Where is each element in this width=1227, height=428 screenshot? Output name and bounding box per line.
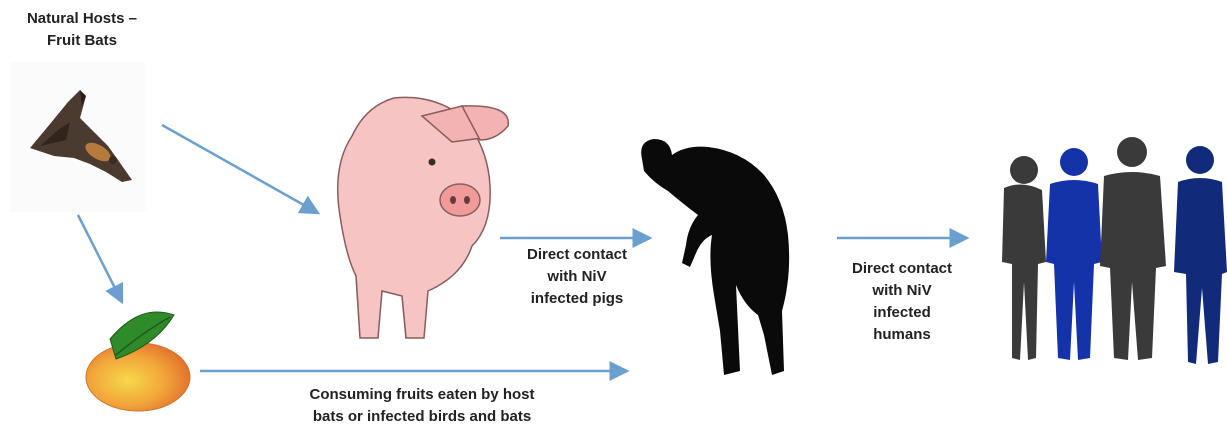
human-contact-line-4: humans <box>828 324 976 346</box>
fruit-bat-icon <box>10 62 146 212</box>
hosts-label: Natural Hosts – Fruit Bats <box>12 8 152 52</box>
pig-contact-line-2: with NiV <box>500 266 654 288</box>
pig-contact-line-3: infected pigs <box>500 288 654 310</box>
mango-fruit-icon <box>80 305 200 417</box>
people-group-icon <box>982 132 1227 372</box>
fruit-path-label: Consuming fruits eaten by host bats or i… <box>250 384 594 428</box>
hosts-label-line-1: Natural Hosts – <box>12 8 152 30</box>
arrow-bat-to-pig <box>162 125 318 213</box>
pig-contact-label: Direct contact with NiV infected pigs <box>500 244 654 310</box>
person-man-dark <box>1100 137 1166 360</box>
human-contact-line-2: with NiV <box>828 280 976 302</box>
pig-icon <box>312 76 522 346</box>
human-contact-line-1: Direct contact <box>828 258 976 280</box>
human-contact-line-3: infected <box>828 302 976 324</box>
person-woman-dark <box>1002 156 1046 360</box>
fruit-path-line-1: Consuming fruits eaten by host <box>250 384 594 406</box>
human-contact-label: Direct contact with NiV infected humans <box>828 258 976 346</box>
fruit-path-line-2: bats or infected birds and bats <box>250 406 594 428</box>
pig-contact-line-1: Direct contact <box>500 244 654 266</box>
person-man-blue <box>1046 148 1102 360</box>
arrow-bat-to-fruit <box>78 215 122 302</box>
person-woman-navy <box>1174 146 1227 364</box>
hosts-label-line-2: Fruit Bats <box>12 30 152 52</box>
